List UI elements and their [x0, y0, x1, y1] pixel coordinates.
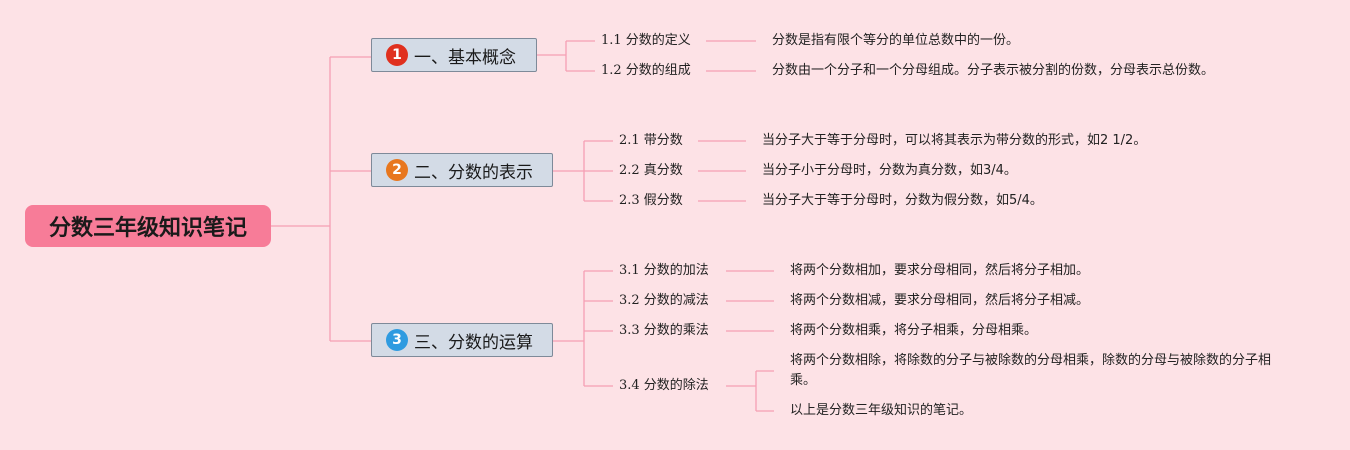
- number-3-icon: 3: [386, 329, 408, 351]
- note-2-2: 当分子小于分母时，分数为真分数，如3/4。: [762, 163, 1017, 178]
- branch-label: 二、分数的表示: [414, 162, 533, 183]
- topic-3-2[interactable]: 3.2 分数的减法: [619, 293, 709, 308]
- root-node[interactable]: 分数三年级知识笔记: [25, 205, 271, 247]
- note-3-3: 将两个分数相乘，将分子相乘，分母相乘。: [790, 323, 1038, 338]
- note-3-4-summary: 以上是分数三年级知识的笔记。: [790, 403, 973, 418]
- root-title: 分数三年级知识笔记: [48, 216, 247, 241]
- branch-3-4-note-connectors: [726, 370, 774, 412]
- branch-1-note-connectors: [706, 40, 756, 72]
- topic-3-4[interactable]: 3.4 分数的除法: [619, 378, 709, 393]
- branch-label: 三、分数的运算: [414, 332, 533, 353]
- number-2-icon: 2: [386, 159, 408, 181]
- topic-3-1[interactable]: 3.1 分数的加法: [619, 263, 709, 278]
- branch-3-topic-connectors: [553, 270, 613, 387]
- note-1-1: 分数是指有限个等分的单位总数中的一份。: [772, 33, 1020, 48]
- note-3-2: 将两个分数相减，要求分母相同，然后将分子相减。: [790, 293, 1090, 308]
- topic-2-1[interactable]: 2.1 带分数: [619, 133, 683, 148]
- branch-node-2[interactable]: 2 二、分数的表示: [371, 153, 553, 187]
- topic-1-2[interactable]: 1.2 分数的组成: [601, 63, 691, 78]
- note-2-3: 当分子大于等于分母时，分数为假分数，如5/4。: [762, 193, 1043, 208]
- note-1-2: 分数由一个分子和一个分母组成。分子表示被分割的份数，分母表示总份数。: [772, 63, 1215, 78]
- note-3-4: 将两个分数相除，将除数的分子与被除数的分母相乘，除数的分母与被除数的分子相乘。: [790, 353, 1272, 388]
- number-1-icon: 1: [386, 44, 408, 66]
- branch-node-1[interactable]: 1 一、基本概念: [371, 38, 537, 72]
- note-2-1: 当分子大于等于分母时，可以将其表示为带分数的形式，如2 1/2。: [762, 133, 1147, 148]
- topic-1-1[interactable]: 1.1 分数的定义: [601, 33, 691, 48]
- branch-node-3[interactable]: 3 三、分数的运算: [371, 323, 553, 357]
- topic-3-3[interactable]: 3.3 分数的乘法: [619, 323, 709, 338]
- branch-3-note-connectors: [726, 270, 774, 332]
- branch-1-topic-connectors: [537, 40, 595, 72]
- topic-2-2[interactable]: 2.2 真分数: [619, 163, 683, 178]
- topic-2-3[interactable]: 2.3 假分数: [619, 193, 683, 208]
- branch-2-topic-connectors: [553, 140, 613, 202]
- branch-2-note-connectors: [698, 140, 746, 202]
- note-3-1: 将两个分数相加，要求分母相同，然后将分子相加。: [790, 263, 1090, 278]
- branch-label: 一、基本概念: [414, 47, 516, 68]
